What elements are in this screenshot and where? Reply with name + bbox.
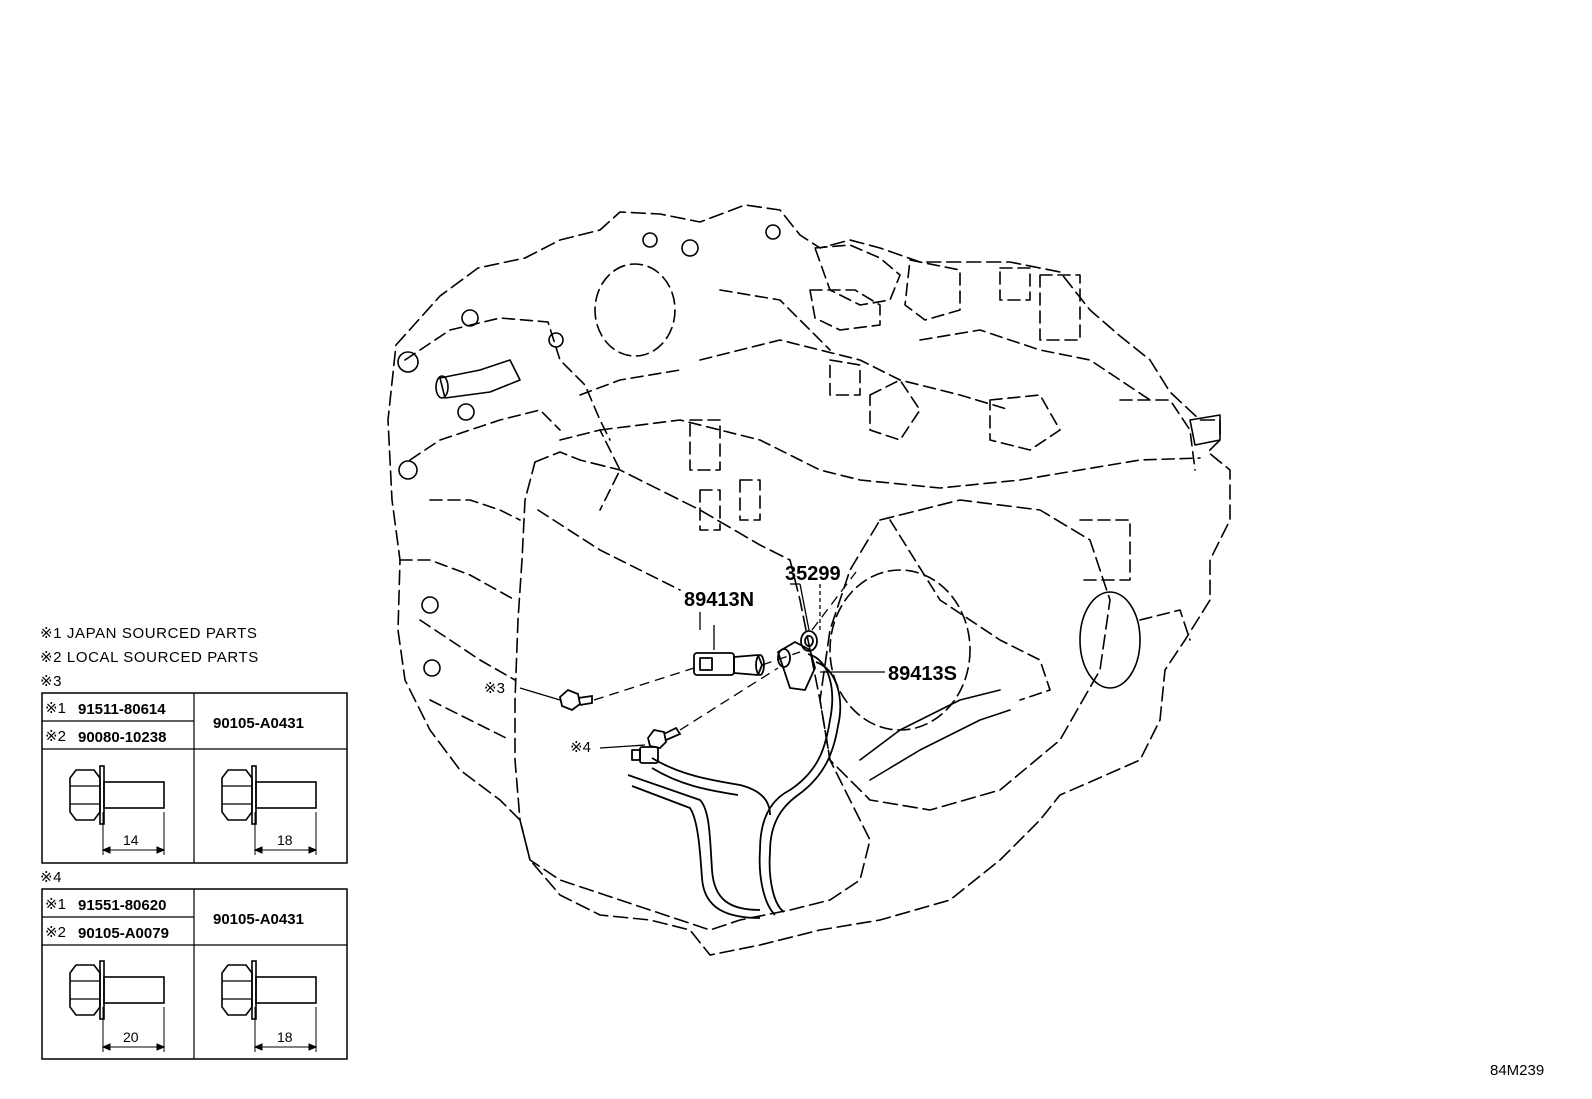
callout-ref3: ※3 [484,680,505,697]
leader-lines [519,583,885,749]
bolt-ref4 [647,726,682,749]
table4-bolt-left [69,960,165,1020]
table4-dim-left: 20 [123,1029,139,1045]
note-local-sourced: ※2 LOCAL SOURCED PARTS [40,649,259,666]
table3-mark1: ※1 [45,700,66,717]
table3-right: 90105-A0431 [213,715,304,732]
table3-bolt-right [221,765,317,825]
table4-part2: 90105-A0079 [78,925,169,942]
table4-dim-right: 18 [277,1029,293,1045]
assembly-lines [593,571,857,731]
note-ref4-heading: ※4 [40,869,62,886]
speed-sensor-89413N [693,652,765,676]
note-ref3-heading: ※3 [40,673,62,690]
bolt-ref3 [559,688,593,712]
table3-dim-right: 18 [277,832,293,848]
diagram-code: 84M239 [1490,1062,1544,1079]
table4-mark2: ※2 [45,924,66,941]
bolt-table-ref3: ※1 91511-80614 ※2 90080-10238 90105-A043… [41,692,348,864]
table3-part2: 90080-10238 [78,729,166,746]
speed-sensor-89413S [627,641,842,919]
o-ring-35299 [800,630,818,652]
callout-89413S: 89413S [888,663,957,685]
bolt-table-ref4: ※1 91551-80620 ※2 90105-A0079 90105-A043… [41,888,348,1060]
transaxle-illustration [387,204,1231,956]
table4-right: 90105-A0431 [213,911,304,928]
table4-part1: 91551-80620 [78,897,166,914]
callout-ref4: ※4 [570,739,591,756]
note-japan-sourced: ※1 JAPAN SOURCED PARTS [40,625,257,642]
table3-part1: 91511-80614 [78,701,166,718]
callout-89413N: 89413N [684,589,754,611]
table3-mark2: ※2 [45,728,66,745]
table3-dim-left: 14 [123,832,139,848]
table4-bolt-right [221,960,317,1020]
table3-bolt-left [69,765,165,825]
callout-35299: 35299 [785,563,841,585]
table4-mark1: ※1 [45,896,66,913]
